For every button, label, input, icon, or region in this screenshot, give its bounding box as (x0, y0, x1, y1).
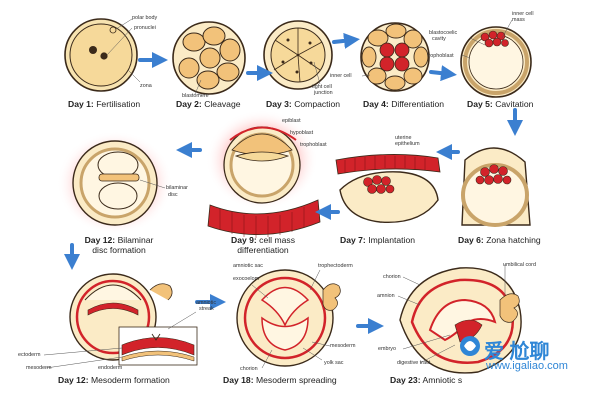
watermark-logo (460, 336, 480, 356)
label-streak: streak (199, 306, 214, 312)
caption-day6-day: Day 6: (458, 235, 484, 245)
label-blastocoelic: blastocoelic (429, 30, 458, 36)
caption-day7: Day 7: Implantation (340, 235, 415, 245)
caption-day9-day: Day 9: (230, 235, 257, 245)
label-amniotic: amniotic (196, 300, 217, 306)
label-yolk-sac: yolk sac (324, 360, 344, 366)
caption-day23-name: Amniotic s (422, 375, 463, 385)
caption-day6: Day 6: Zona hatching (458, 235, 541, 245)
caption-day18-day: Day 18: (223, 375, 254, 385)
label-bilaminar: bilaminar (166, 185, 188, 191)
caption-day5: Day 5: Cavitation (467, 99, 533, 109)
label-polar-body: polar body (132, 15, 158, 21)
label-inner-cell-d3: inner cell (330, 73, 352, 79)
caption-day2: Day 2: Cleavage (176, 99, 241, 109)
caption-day4: Day 4: Differentiation (363, 99, 444, 109)
stage-5-cavitation (460, 19, 532, 98)
label-mass: mass (512, 17, 525, 23)
caption-day3-name: Compaction (294, 99, 341, 109)
flow-arrows (64, 32, 523, 334)
label-cavity: cavity (432, 36, 446, 42)
caption-day2-name: Cleavage (204, 99, 241, 109)
label-epithelium: epithelium (395, 141, 420, 147)
label-embryo: embryo (378, 346, 396, 352)
label-trophoblast-d9: trophoblast (300, 142, 327, 148)
label-mesoderm-d18: mesoderm (330, 343, 356, 349)
caption-day9-name: cell mass (259, 235, 295, 245)
caption-day9-name2: differentiation (237, 245, 289, 255)
caption-day18-name: Mesoderm spreading (255, 375, 337, 385)
stage-4-differentiation (360, 22, 430, 92)
caption-day5-day: Day 5: (467, 99, 493, 109)
caption-day1-day: Day 1: (68, 99, 94, 109)
caption-day1: Day 1: Fertilisation (68, 99, 140, 109)
stage-6-zona-hatching (461, 147, 531, 227)
stage-12-mesoderm (43, 273, 198, 369)
caption-day5-name: Cavitation (495, 99, 534, 109)
label-ectoderm: ectoderm (18, 352, 41, 358)
caption-day2-day: Day 2: (176, 99, 202, 109)
caption-day12b-name: Mesoderm formation (90, 375, 170, 385)
caption-day12a-name: Bilaminar (117, 235, 154, 245)
label-blastomere: blastomere (182, 93, 209, 99)
label-junction: junction (314, 90, 333, 96)
label-trophectoderm: trophectoderm (318, 263, 353, 269)
label-epiblast: epiblast (282, 118, 301, 124)
caption-day23-day: Day 23: (390, 375, 421, 385)
label-inner-cell-mass: inner cell (512, 11, 534, 17)
stage-7-implantation (335, 154, 441, 224)
caption-day18: Day 18: Mesoderm spreading (223, 375, 337, 385)
label-disc: disc (168, 192, 178, 198)
label-hypoblast: hypoblast (290, 130, 314, 136)
caption-day6-name: Zona hatching (486, 235, 541, 245)
stage-18-mesoderm-spreading (236, 269, 341, 369)
label-endoderm: endoderm (98, 365, 123, 371)
caption-day12b-day: Day 12: (58, 375, 89, 385)
caption-day12a-name2: disc formation (92, 245, 146, 255)
caption-day4-day: Day 4: (363, 99, 389, 109)
label-amnion: amnion (377, 293, 395, 299)
label-chorion-d18: chorion (240, 366, 258, 372)
label-tight-cell: tight cell (312, 84, 332, 90)
label-pronuclei: pronuclei (134, 25, 156, 31)
label-amniotic-sac: amniotic sac (233, 263, 263, 269)
label-exocoelom: exocoelom (233, 276, 260, 282)
stage-2-cleavage (172, 21, 246, 95)
watermark-site: www.igaliao.com (486, 360, 568, 372)
label-umbilical-cord: umbilical cord (503, 262, 536, 268)
stage-23-amniotic-sac (397, 264, 522, 374)
label-digestive-tract: digestive tract (397, 360, 431, 366)
caption-day4-name: Differentiation (391, 99, 445, 109)
label-uterine: uterine (395, 135, 412, 141)
label-chorion-d23: chorion (383, 274, 401, 280)
stage-3-compaction (263, 20, 333, 90)
label-mesoderm: mesoderm (26, 365, 52, 371)
caption-day7-day: Day 7: (340, 235, 366, 245)
label-zona: zona (140, 83, 152, 89)
caption-day1-name: Fertilisation (96, 99, 141, 109)
stage-9-cell-mass (206, 110, 321, 238)
stage-12-bilaminar-disc (57, 131, 173, 235)
caption-day12b: Day 12: Mesoderm formation (58, 375, 170, 385)
caption-day12a-day: Day 12: (84, 235, 116, 245)
stage-1-zygote (64, 18, 141, 92)
caption-day3-day: Day 3: (266, 99, 292, 109)
watermark-cn: 爱 尬聊 (484, 341, 550, 363)
caption-day3: Day 3: Compaction (266, 99, 340, 109)
label-trophoblast-d5: trophoblast (427, 53, 454, 59)
caption-day7-name: Implantation (368, 235, 416, 245)
caption-day23: Day 23: Amniotic s (390, 375, 462, 385)
